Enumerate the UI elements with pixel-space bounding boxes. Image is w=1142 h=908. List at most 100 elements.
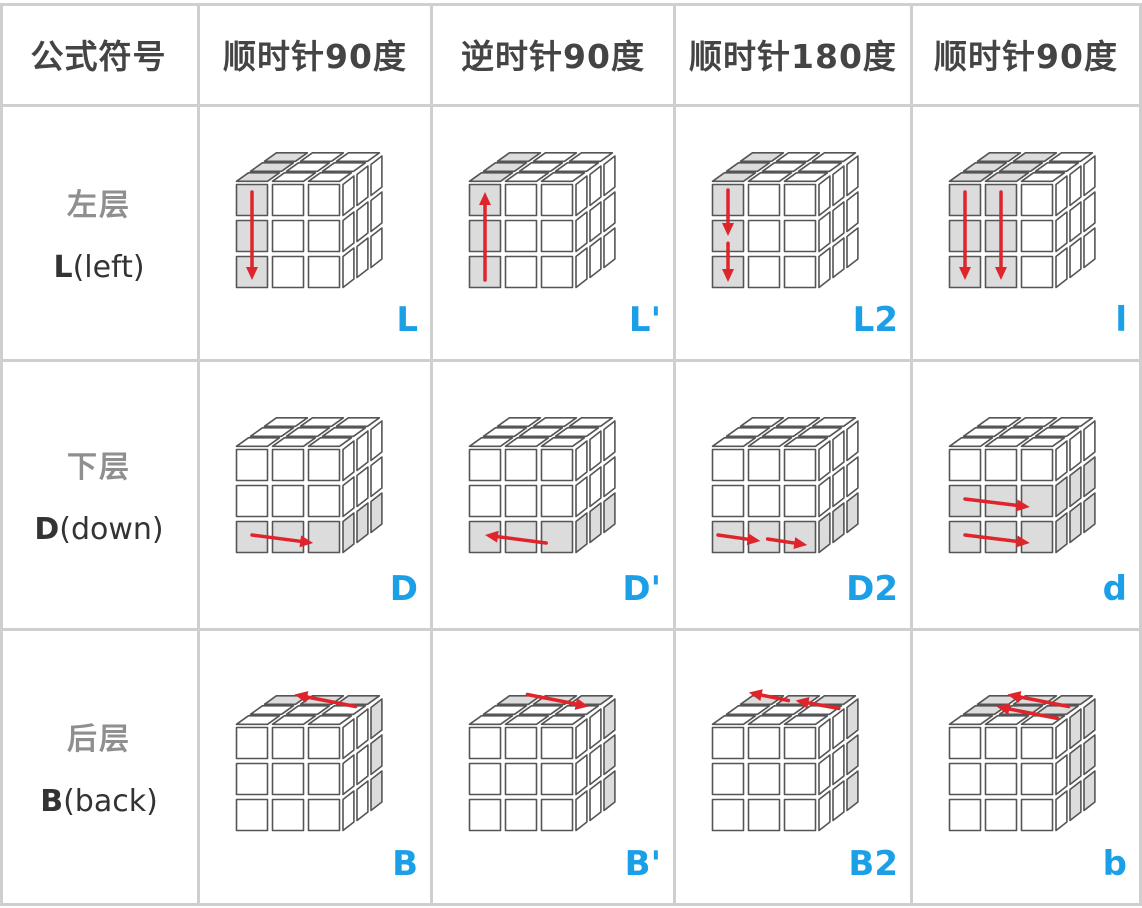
- cube-sticker: [783, 219, 817, 253]
- cube-sticker: [1055, 175, 1068, 217]
- cube-sticker: [468, 798, 502, 832]
- cube-sticker: [948, 448, 982, 482]
- cube-sticker: [948, 437, 994, 448]
- cube-sticker: [370, 698, 383, 740]
- cube-sticker: [1020, 183, 1054, 217]
- cube-sticker: [235, 448, 269, 482]
- cube-sticker: [998, 162, 1044, 173]
- row-label-left: 左层 L(left): [0, 106, 198, 359]
- cube-sticker: [747, 183, 781, 217]
- cube-sticker: [998, 427, 1044, 438]
- cube-sticker: [783, 798, 817, 832]
- cube-sticker: [285, 705, 331, 716]
- cube-sticker: [518, 427, 564, 438]
- cube-sticker: [271, 183, 305, 217]
- cube-sticker: [307, 172, 353, 183]
- cube-sticker: [335, 152, 381, 163]
- cube-sticker: [263, 152, 309, 163]
- cube-sticker: [1055, 440, 1068, 482]
- cube-cell: l: [913, 106, 1139, 359]
- cube-sticker: [299, 152, 345, 163]
- cube-sticker: [783, 437, 829, 448]
- cube-sticker: [540, 448, 574, 482]
- cube-sticker: [1083, 227, 1096, 269]
- cube-cell: L: [200, 106, 430, 359]
- cube-sticker: [370, 456, 383, 498]
- cube-sticker: [603, 734, 616, 776]
- cube-drawing: [948, 152, 1096, 289]
- cube-sticker: [356, 780, 369, 822]
- cube-sticker: [370, 191, 383, 233]
- cube-sticker: [711, 715, 757, 726]
- cube-sticker: [775, 417, 821, 428]
- cube-sticker: [504, 437, 550, 448]
- cube-sticker: [540, 172, 586, 183]
- cube-sticker: [540, 255, 574, 289]
- cube-sticker: [504, 798, 538, 832]
- cube-sticker: [540, 798, 574, 832]
- cube-sticker: [540, 484, 574, 518]
- cube-sticker: [811, 152, 857, 163]
- cube-sticker: [540, 726, 574, 760]
- row-label-cn: 后层: [67, 722, 131, 757]
- cube-sticker: [1083, 420, 1096, 462]
- cube-sticker: [711, 437, 757, 448]
- cube-sticker: [818, 718, 831, 760]
- cube-sticker: [761, 427, 807, 438]
- cube-sticker: [356, 201, 369, 243]
- cube-sticker: [747, 172, 793, 183]
- cube-sticker: [504, 255, 538, 289]
- turn-arrow: [294, 691, 358, 709]
- cube-sticker: [783, 255, 817, 289]
- cube-sticker: [342, 476, 355, 518]
- cube-sticker: [589, 237, 602, 279]
- cube-sticker: [307, 484, 341, 518]
- cube-sticker: [589, 430, 602, 472]
- cube-sticker: [285, 162, 331, 173]
- cube-sticker: [356, 237, 369, 279]
- notation-label: D': [622, 569, 661, 609]
- cube-sticker: [747, 437, 793, 448]
- notation-label: L2: [852, 300, 898, 340]
- cube-sticker: [307, 437, 353, 448]
- cube-sticker: [962, 162, 1008, 173]
- grid-line: [1139, 4, 1142, 906]
- turn-arrow: [250, 533, 314, 548]
- cube-sticker: [370, 770, 383, 812]
- cube-cell: D': [433, 361, 673, 628]
- cube-sticker: [532, 152, 578, 163]
- cube-sticker: [1034, 427, 1080, 438]
- cube-sticker: [532, 417, 578, 428]
- cube-sticker: [342, 211, 355, 253]
- cube-cell: d: [913, 361, 1139, 628]
- cube-sticker: [554, 162, 600, 173]
- cube-sticker: [832, 430, 845, 472]
- cube-sticker: [846, 191, 859, 233]
- cube-sticker: [711, 448, 745, 482]
- cube-sticker: [603, 155, 616, 197]
- notation-label: D2: [846, 569, 898, 609]
- cube-sticker: [1069, 744, 1082, 786]
- cube-sticker: [307, 726, 341, 760]
- cube-sticker: [468, 762, 502, 796]
- turn-arrow: [722, 241, 734, 282]
- cube-sticker: [1034, 162, 1080, 173]
- cube-sticker: [1012, 417, 1058, 428]
- cube-sticker: [797, 427, 843, 438]
- cube-sticker: [356, 466, 369, 508]
- cube-sticker: [540, 437, 586, 448]
- cube-sticker: [783, 448, 817, 482]
- cube-sticker: [271, 172, 317, 183]
- notation-label: B': [624, 844, 661, 884]
- notation-label: B: [392, 844, 418, 884]
- cube-cell: b: [913, 630, 1139, 903]
- cube-sticker: [342, 247, 355, 289]
- cube-sticker: [575, 476, 588, 518]
- cube-sticker: [271, 484, 305, 518]
- cube-sticker: [307, 520, 341, 554]
- cube-sticker: [1069, 165, 1082, 207]
- cube-sticker: [575, 211, 588, 253]
- cube-sticker: [948, 172, 994, 183]
- cube-sticker: [832, 165, 845, 207]
- cube-sticker: [321, 162, 367, 173]
